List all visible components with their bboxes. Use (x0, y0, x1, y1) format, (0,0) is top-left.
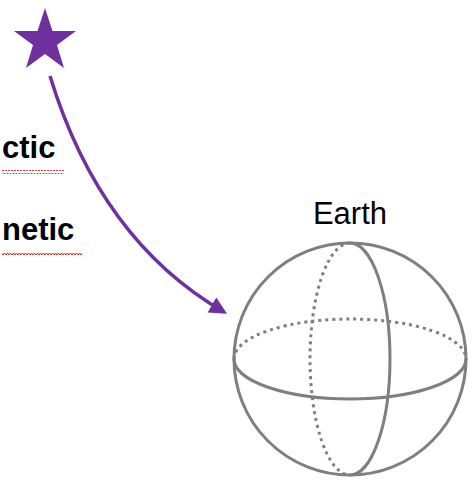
spellcheck-squiggle (2, 252, 82, 256)
globe-outline (231, 240, 469, 478)
partial-label: netic (2, 212, 74, 248)
curved-arrow (50, 76, 224, 312)
spellcheck-squiggle (2, 170, 64, 174)
globe-label: Earth (230, 196, 470, 232)
partial-label: ctic (2, 130, 55, 166)
globe: Earth (230, 196, 470, 478)
star (14, 8, 76, 68)
